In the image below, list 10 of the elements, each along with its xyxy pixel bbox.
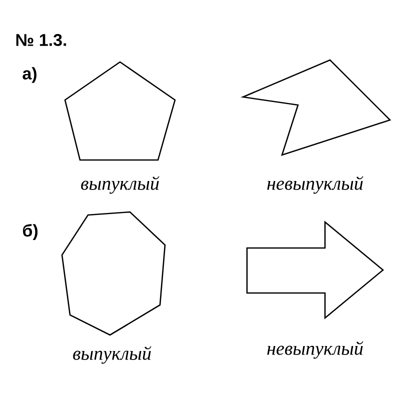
label: № 1.3. (16, 34, 66, 46)
polygon-drawing (61, 211, 166, 336)
label: а) (22, 67, 36, 83)
polygon-drawing (246, 220, 384, 320)
polygon-drawing (64, 61, 176, 161)
node-label: выпуклый (81, 176, 160, 194)
label: б) (23, 224, 38, 240)
node-label: невыпуклый (267, 176, 364, 194)
node-label: выпуклый (73, 346, 152, 364)
node-label: невыпуклый (267, 341, 364, 359)
